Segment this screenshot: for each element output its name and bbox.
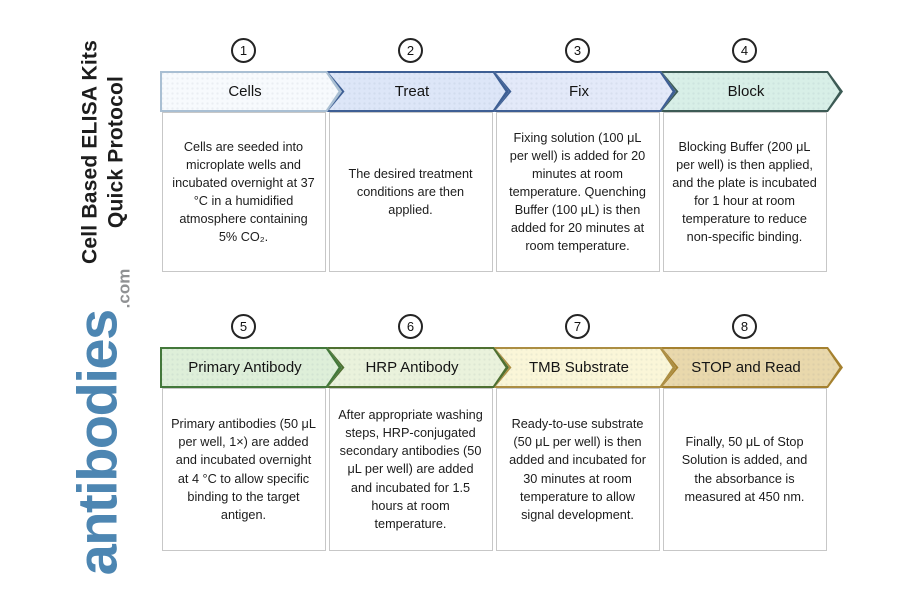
step-arrow-label: Primary Antibody xyxy=(188,359,302,376)
step-description-row: Cells are seeded into microplate wells a… xyxy=(160,112,828,272)
step-number-badge: 7 xyxy=(565,314,590,339)
step-description: After appropriate washing steps, HRP-con… xyxy=(328,388,493,551)
step-arrow: Block xyxy=(661,71,843,112)
step-number-row: 1 2 3 4 xyxy=(160,38,828,64)
step-number-row: 5 6 7 8 xyxy=(160,314,828,340)
step-description-row: Primary antibodies (50 μL per well, 1×) … xyxy=(160,388,828,551)
step-description-text: Finally, 50 μL of Stop Solution is added… xyxy=(681,435,808,504)
step-arrow-fill xyxy=(661,71,843,112)
step-description: Ready-to-use substrate (50 μL per well) … xyxy=(495,388,660,551)
step-description: Cells are seeded into microplate wells a… xyxy=(161,112,326,272)
step-arrow: TMB Substrate xyxy=(494,347,676,388)
step-arrow-label: STOP and Read xyxy=(691,359,801,376)
step-description: Blocking Buffer (200 μL per well) is the… xyxy=(662,112,827,272)
step-arrow: Fix xyxy=(494,71,676,112)
step-number-badge: 4 xyxy=(732,38,757,63)
step-arrow-fill xyxy=(160,71,342,112)
step-arrow: STOP and Read xyxy=(661,347,843,388)
step-arrow-row: Cells Treat Fix Block xyxy=(160,71,828,112)
step-number-badge: 5 xyxy=(231,314,256,339)
page-title: Cell Based ELISA Kits Quick Protocol xyxy=(77,40,128,264)
step-arrow-fill xyxy=(494,71,676,112)
step-arrow-fill xyxy=(661,347,843,388)
step-arrow-fill xyxy=(327,71,509,112)
step-number-badge: 2 xyxy=(398,38,423,63)
step-arrow-label: Block xyxy=(727,83,765,100)
step-description: Finally, 50 μL of Stop Solution is added… xyxy=(662,388,827,551)
step-arrow: Cells xyxy=(160,71,342,112)
step-arrow: HRP Antibody xyxy=(327,347,509,388)
step-number-badge: 6 xyxy=(398,314,423,339)
step-description-text: Blocking Buffer (200 μL per well) is the… xyxy=(672,139,817,245)
step-description-text: Ready-to-use substrate (50 μL per well) … xyxy=(509,417,646,522)
step-arrow-label: TMB Substrate xyxy=(528,359,630,376)
step-description: Primary antibodies (50 μL per well, 1×) … xyxy=(161,388,326,551)
step-description-text: After appropriate washing steps, HRP-con… xyxy=(338,408,483,531)
step-description-text: Cells are seeded into microplate wells a… xyxy=(172,139,315,245)
step-arrow-label: Fix xyxy=(569,83,589,100)
step-description-text: Fixing solution (100 μL per well) is add… xyxy=(509,130,646,254)
step-arrow-row: Primary Antibody HRP Antibody TMB Substrat… xyxy=(160,347,828,388)
brand-logo-suffix: .com xyxy=(114,268,134,309)
step-number-badge: 8 xyxy=(732,314,757,339)
step-arrow-fill xyxy=(160,347,342,388)
brand-logo-text: antibodies xyxy=(65,310,129,576)
step-arrow-label: HRP Antibody xyxy=(365,359,459,376)
step-number-badge: 3 xyxy=(565,38,590,63)
step-description-text: Primary antibodies (50 μL per well, 1×) … xyxy=(171,417,316,522)
step-arrow-label: Treat xyxy=(394,83,430,100)
brand-logo: antibodies.com xyxy=(65,269,134,576)
title-line-2: Quick Protocol xyxy=(104,75,127,229)
title-line-1: Cell Based ELISA Kits xyxy=(78,40,102,264)
step-description: The desired treatment conditions are the… xyxy=(328,112,493,272)
step-arrow-label: Cells xyxy=(228,83,262,100)
step-number-badge: 1 xyxy=(231,38,256,63)
step-arrow: Primary Antibody xyxy=(160,347,342,388)
step-arrow-fill xyxy=(327,347,509,388)
step-description: Fixing solution (100 μL per well) is add… xyxy=(495,112,660,272)
step-arrow: Treat xyxy=(327,71,509,112)
step-description-text: The desired treatment conditions are the… xyxy=(348,166,473,218)
step-arrow-fill xyxy=(494,347,676,388)
